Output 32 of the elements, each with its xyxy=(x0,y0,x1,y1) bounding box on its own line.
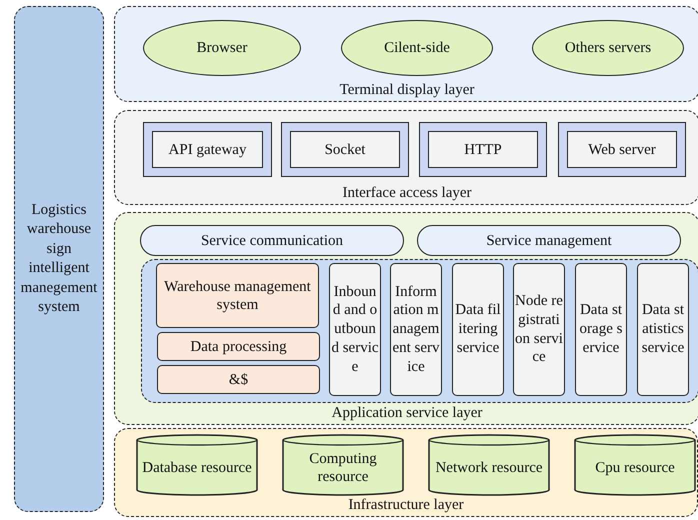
resource-cylinder: Database resource xyxy=(136,434,258,496)
service-pill: Service communication xyxy=(140,225,404,256)
layer-panel xyxy=(114,428,698,517)
resource-cylinder: Computing resource xyxy=(282,434,404,496)
terminal-ellipse: Others servers xyxy=(532,20,684,76)
interface-box: Socket xyxy=(281,122,409,177)
service-panel xyxy=(141,259,698,403)
resource-cylinder: Network resource xyxy=(428,434,550,496)
service-column: Inbound and outbound service xyxy=(329,263,381,396)
interface-box: Web server xyxy=(558,122,686,177)
layer-title: Infrastructure layer xyxy=(347,497,465,514)
module-box: &$ xyxy=(157,365,320,394)
service-column: Information management service xyxy=(390,263,442,396)
layer-panel xyxy=(114,110,698,205)
interface-box: API gateway xyxy=(143,122,272,177)
service-column: Data filitering service xyxy=(452,263,504,396)
interface-box: HTTP xyxy=(419,122,547,177)
service-column: Data storage service xyxy=(575,263,627,396)
terminal-ellipse: Browser xyxy=(143,20,301,76)
module-box: Data processing xyxy=(157,332,320,361)
resource-cylinder: Cpu resource xyxy=(574,434,696,496)
service-column: Data statistics service xyxy=(637,263,689,396)
service-pill: Service management xyxy=(417,225,681,256)
system-band: Logistics warehouse sign intelligent manegement system xyxy=(14,6,104,512)
layer-title: Application service layer xyxy=(330,405,484,422)
layer-panel xyxy=(114,212,698,425)
layer-panel xyxy=(114,6,698,102)
module-box: Warehouse management system xyxy=(156,263,319,328)
terminal-ellipse: Cilent-side xyxy=(341,20,493,76)
service-column: Node registration service xyxy=(513,263,565,396)
layer-title: Terminal display layer xyxy=(338,82,476,99)
layer-title: Interface access layer xyxy=(341,185,473,202)
